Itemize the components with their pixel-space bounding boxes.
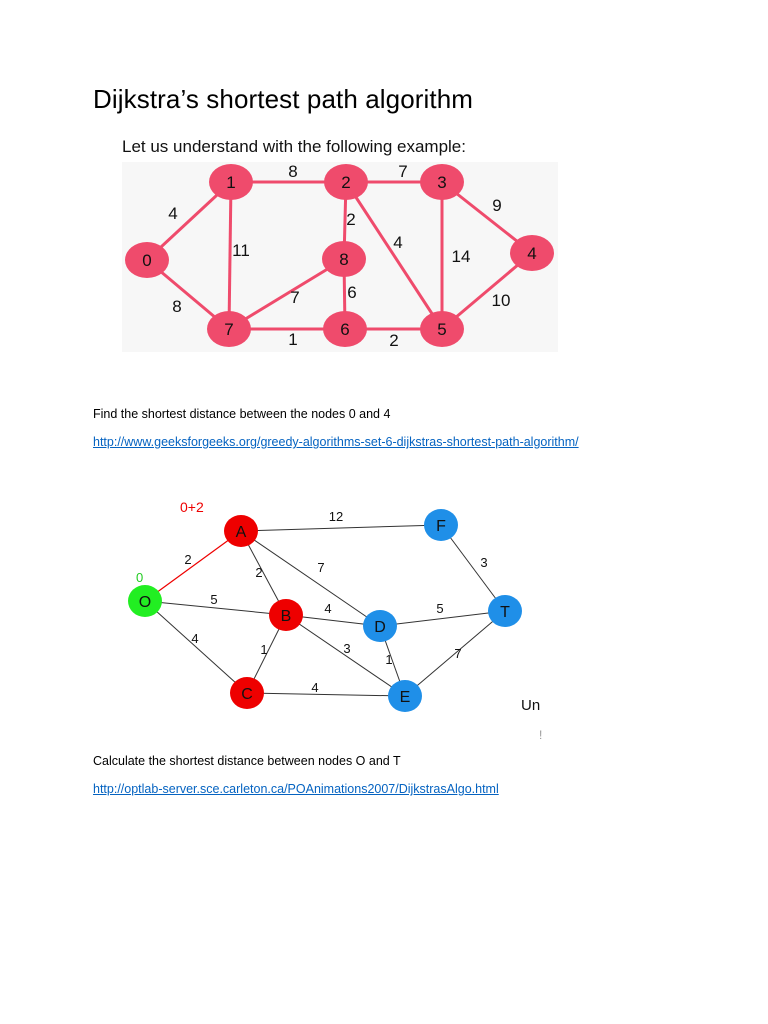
edge-weight-4-5: 10 [492,291,511,310]
edge-A-F [240,524,442,532]
edge-weight-O-B: 5 [210,592,217,607]
edge-weight-A-B: 2 [255,565,262,580]
edge-weight-0-1: 4 [168,204,177,223]
edge-weight-5-6: 2 [389,331,398,350]
edge-weight-7-8: 7 [290,288,299,307]
edge-O-C [144,600,248,694]
graph-2-canvas: 2 5 4 2 7 12 1 4 3 4 1 5 7 3 O A B C D E F T 0+2 0 Un ! [128,499,542,740]
edge-weight-3-4: 9 [492,196,501,215]
edge-F-T [440,524,506,612]
node-label-E: E [400,689,411,706]
page-title: Dijkstra’s shortest path algorithm [93,84,474,114]
node-T [488,595,522,627]
edge-weight-2-8: 2 [346,210,355,229]
node-label-0: 0 [142,251,151,270]
node-A [224,515,258,547]
node-5 [420,311,464,347]
node-4 [510,235,554,271]
node-C [230,677,264,709]
node-label-5: 5 [437,320,446,339]
reference-link-2[interactable]: http://optlab-server.sce.carleton.ca/POA… [93,782,499,796]
node-label-B: B [281,608,292,625]
node-6 [323,311,367,347]
edge-O-A [144,530,242,602]
node-label-D: D [374,619,386,636]
node-label-2: 2 [341,173,350,192]
cut-off-mark: ! [539,728,542,740]
edge-2-5 [344,181,444,330]
node-O [128,585,162,617]
graph-1-canvas: Let us understand with the following exa… [122,137,558,352]
edge-7-8 [228,257,345,331]
edge-weight-B-C: 1 [260,642,267,657]
question-1: Find the shortest distance between the n… [93,407,391,421]
node-7 [207,311,251,347]
graph-1-caption: Let us understand with the following exa… [122,137,466,156]
edge-weight-1-7: 11 [232,241,250,260]
node-label-8: 8 [339,250,348,269]
node-2 [324,164,368,200]
edge-1-7 [227,181,233,330]
edge-C-E [246,692,406,697]
node-label-6: 6 [340,320,349,339]
edge-weight-B-D: 4 [324,601,331,616]
edge-weight-2-3: 7 [398,162,407,181]
edge-weight-A-F: 12 [329,509,343,524]
edge-weight-O-A: 2 [184,552,191,567]
graph-figure-1: Let us understand with the following exa… [120,128,560,352]
edge-weight-D-E: 1 [385,652,392,667]
question-2: Calculate the shortest distance between … [93,754,401,768]
edge-weight-0-7: 8 [172,297,181,316]
node-1 [209,164,253,200]
node-label-O: O [139,594,151,611]
node-a-distance-label: 0+2 [180,499,204,515]
graph-figure-2: 2 5 4 2 7 12 1 4 3 4 1 5 7 3 O A B C D E F T 0+2 0 Un ! [118,492,558,740]
node-B [269,599,303,631]
edge-weight-2-5: 4 [393,233,402,252]
node-label-3: 3 [437,173,446,192]
edge-weight-1-2: 8 [288,162,297,181]
edge-weight-O-C: 4 [191,631,198,646]
node-label-C: C [241,686,253,703]
node-label-A: A [236,524,247,541]
node-8 [322,241,366,277]
node-F [424,509,458,541]
edge-weight-D-T: 5 [436,601,443,616]
node-3 [420,164,464,200]
edge-D-T [379,610,506,627]
edge-weight-F-T: 3 [480,555,487,570]
node-label-1: 1 [226,173,235,192]
node-E [388,680,422,712]
edge-A-D [240,530,381,627]
node-0 [125,242,169,278]
cut-off-text: Un [521,697,540,714]
node-label-T: T [500,604,510,621]
edge-weight-3-5: 14 [452,247,471,266]
edge-weight-C-E: 4 [311,680,318,695]
edge-weight-6-8: 6 [347,283,356,302]
edge-O-B [144,600,287,616]
reference-link-1[interactable]: http://www.geeksforgeeks.org/greedy-algo… [93,435,579,449]
node-o-distance-label: 0 [136,570,143,585]
edge-weight-E-T: 7 [454,646,461,661]
node-D [363,610,397,642]
edge-weight-B-E: 3 [343,641,350,656]
edge-B-E [285,614,406,697]
node-label-7: 7 [224,320,233,339]
node-label-4: 4 [527,244,536,263]
edge-weight-6-7: 1 [288,330,297,349]
edge-weight-A-D: 7 [317,560,324,575]
node-label-F: F [436,518,446,535]
edge-E-T [404,610,506,697]
